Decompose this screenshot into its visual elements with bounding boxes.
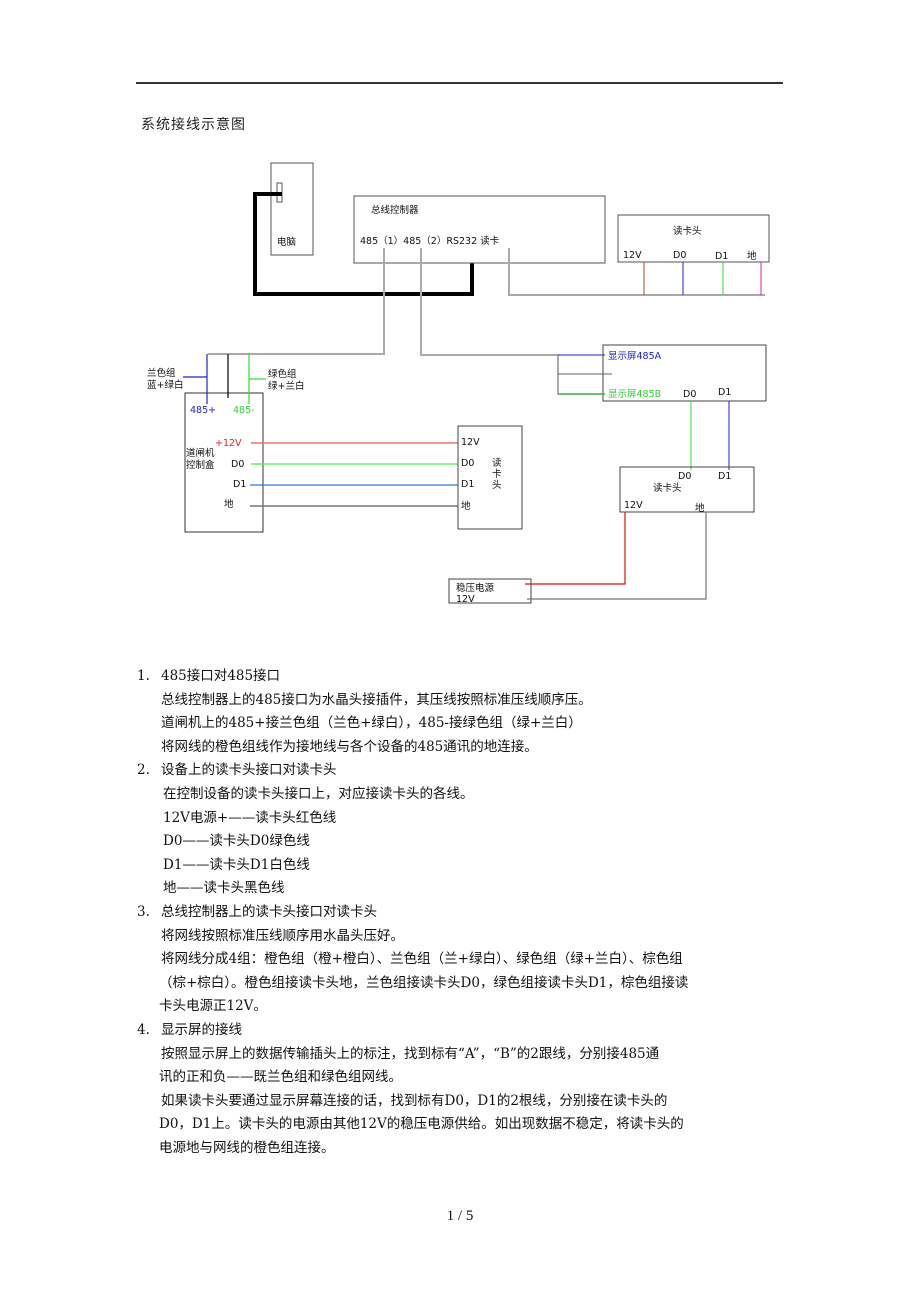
- paragraph-line: 按照显示屏上的数据传输插头上的标注，找到标有“A”，“B”的2跟线，分别接485…: [161, 1045, 660, 1062]
- display-port-a: 显示屏485A: [608, 351, 662, 362]
- reader-mid-pin-d0: D0: [461, 458, 474, 469]
- rs232-cable: [253, 192, 474, 296]
- reader-mid-pin-d1: D1: [461, 479, 474, 490]
- bus-controller-box: 总线控制器 485（1）485（2）RS232 读卡: [353, 195, 606, 264]
- display-port-b: 显示屏485B: [608, 389, 661, 400]
- section-heading: 485接口对485接口: [161, 668, 281, 684]
- section-number: 2.: [137, 762, 150, 779]
- section-4: 4. 显示屏的接线 按照显示屏上的数据传输插头上的标注，找到标有“A”，“B”的2…: [137, 1019, 797, 1161]
- reader-top-pin-gnd: 地: [747, 250, 757, 262]
- pc-box: 电脑: [270, 162, 314, 256]
- header-rule: [136, 82, 783, 84]
- paragraph-line: 卡头电源正12V。: [159, 998, 267, 1015]
- gate-title-line2: 控制盒: [186, 459, 215, 471]
- gate-box: 485+ 485- +12V 道闸机 控制盒 D0 D1 地: [184, 392, 264, 533]
- reader-mid-title-1: 读: [492, 457, 502, 469]
- display-pin-d1: D1: [718, 387, 731, 398]
- reader-bottom-pin-d1: D1: [718, 471, 731, 482]
- gate-485-minus: 485-: [233, 405, 255, 416]
- paragraph-line: 将网线的橙色组线作为接地线与各个设备的485通讯的地连接。: [161, 738, 538, 755]
- section-3: 3. 总线控制器上的读卡头接口对读卡头 将网线按照标准压线顺序用水晶头压好。 将网…: [137, 901, 797, 1019]
- reader-top-pin-12v: 12V: [623, 250, 642, 261]
- reader-top-pin-d1: D1: [715, 251, 728, 262]
- cable-485-1: [208, 248, 385, 355]
- reader-bottom-pin-gnd: 地: [695, 502, 705, 514]
- paragraph-line: 地——读卡头黑色线: [163, 880, 285, 897]
- paragraph-line: 道闸机上的485+接兰色组（兰色+绿白），485-接绿色组（绿+兰白）: [161, 715, 582, 732]
- bus-controller-title: 总线控制器: [371, 204, 419, 216]
- reader-top-title: 读卡头: [673, 225, 702, 237]
- bus-controller-ports: 485（1）485（2）RS232 读卡: [360, 235, 500, 247]
- gate-pin-12v: +12V: [215, 438, 242, 449]
- paragraph-line: 总线控制器上的485接口为水晶头接插件，其压线按照标准压线顺序压。: [161, 691, 592, 708]
- gate-title-line1: 道闸机: [186, 447, 215, 459]
- document-title: 系统接线示意图: [141, 117, 246, 133]
- paragraph-line: 如果读卡头要通过显示屏幕连接的话，找到标有D0，D1的2根线，分别接在读卡头的: [161, 1092, 668, 1109]
- wire-power-12v: [525, 512, 626, 585]
- reader-mid-box: 12V D0 D1 地 读 卡 头: [457, 425, 523, 530]
- section-1: 1. 485接口对485接口 总线控制器上的485接口为水晶头接插件，其压线按照标…: [137, 665, 797, 759]
- reader-top-pin-d0: D0: [673, 250, 686, 261]
- gate-pin-d0: D0: [231, 459, 244, 470]
- paragraph-line: 在控制设备的读卡头接口上，对应接读卡头的各线。: [163, 785, 474, 802]
- gate-485-plus: 485+: [190, 405, 216, 416]
- paragraph-line: D0，D1上。读卡头的电源由其他12V的稳压电源供给。如出现数据不稳定，将读卡头…: [159, 1116, 684, 1133]
- green-group-label-2: 绿+兰白: [268, 380, 304, 392]
- display-box: 显示屏485A 显示屏485B D0 D1: [602, 344, 767, 402]
- blue-group-label-1: 兰色组: [147, 367, 176, 379]
- reader-bottom-box: D0 D1 读卡头 12V 地: [619, 466, 755, 514]
- green-group-label-1: 绿色组: [268, 368, 297, 380]
- display-pin-d0: D0: [683, 389, 696, 400]
- paragraph-line: 将网线分成4组：橙色组（橙+橙白）、兰色组（兰+绿白）、绿色组（绿+兰白）、棕色…: [161, 951, 683, 968]
- cable-485-2: [420, 248, 605, 395]
- wiring-diagram: 电脑 总线控制器 485（1）485（2）RS232 读卡 读卡头 12V D0…: [147, 162, 770, 605]
- power-supply-box: 稳压电源 12V: [448, 578, 532, 605]
- reader-mid-title-2: 卡: [492, 468, 502, 480]
- section-heading: 显示屏的接线: [161, 1021, 242, 1038]
- section-2: 2.设备上的读卡头接口对读卡头 在控制设备的读卡头接口上，对应接读卡头的各线。 …: [137, 759, 797, 901]
- reader-bottom-title: 读卡头: [653, 482, 682, 494]
- cable-reader: [508, 248, 765, 296]
- page-number: 1 / 5: [446, 1208, 474, 1224]
- paragraph-line: （棕+棕白）。橙色组接读卡头地，兰色组接读卡头D0，绿色组接读卡头D1，棕色组接…: [159, 974, 689, 991]
- blue-group-label-2: 蓝+绿白: [147, 379, 183, 391]
- reader-mid-title-3: 头: [492, 479, 502, 491]
- document-body: 1. 485接口对485接口 总线控制器上的485接口为水晶头接插件，其压线按照标…: [137, 665, 797, 1160]
- reader-mid-pin-gnd: 地: [461, 500, 471, 512]
- paragraph-line: D0——读卡头D0绿色线: [163, 833, 310, 850]
- gate-pin-d1: D1: [233, 479, 246, 490]
- gate-pin-gnd: 地: [224, 498, 234, 510]
- pc-label: 电脑: [277, 236, 296, 248]
- reader-top-box: 读卡头 12V D0 D1 地: [617, 214, 770, 263]
- reader-bottom-pin-12v: 12V: [624, 500, 643, 511]
- section-number: 3.: [137, 903, 150, 920]
- paragraph-line: 电源地与网线的橙色组连接。: [159, 1139, 335, 1156]
- paragraph-line: 讯的正和负——既兰色组和绿色组网线。: [159, 1069, 402, 1086]
- section-heading: 总线控制器上的读卡头接口对读卡头: [161, 903, 377, 920]
- section-number: 1.: [137, 668, 150, 684]
- power-supply-label-1: 稳压电源: [456, 582, 495, 594]
- reader-bottom-pin-d0: D0: [678, 471, 691, 482]
- section-number: 4.: [137, 1021, 150, 1038]
- paragraph-line: 将网线按照标准压线顺序用水晶头压好。: [161, 927, 404, 944]
- paragraph-line: 12V电源+——读卡头红色线: [163, 809, 337, 826]
- section-heading: 设备上的读卡头接口对读卡头: [161, 762, 337, 779]
- paragraph-line: D1——读卡头D1白色线: [163, 856, 310, 873]
- reader-mid-pin-12v: 12V: [461, 437, 480, 448]
- power-supply-label-2: 12V: [456, 594, 475, 605]
- wire-power-gnd: [527, 512, 707, 600]
